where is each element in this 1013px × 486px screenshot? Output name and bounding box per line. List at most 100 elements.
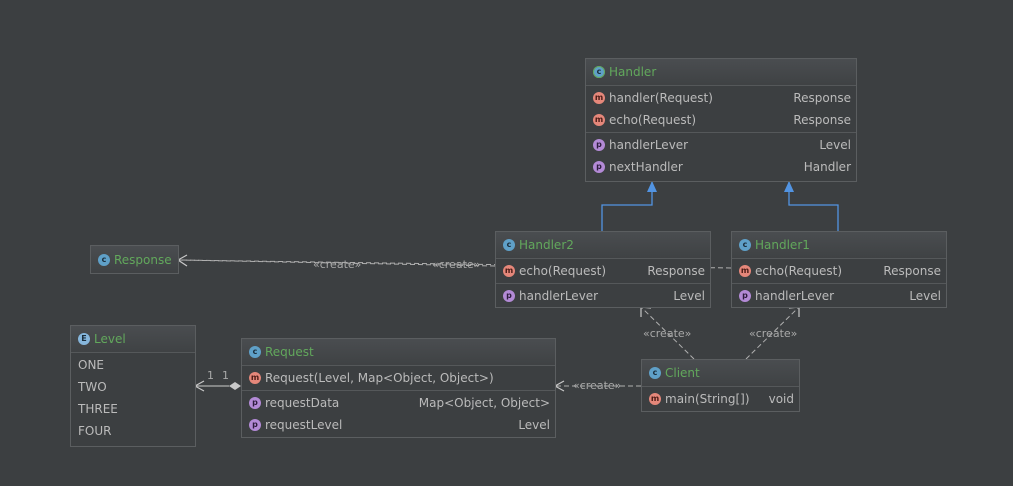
methods-section: m main(String[]) void (642, 387, 799, 411)
class-icon: c (249, 346, 261, 358)
class-handler2[interactable]: c Handler2 m echo(Request) Response p ha… (495, 231, 711, 308)
method-row[interactable]: m Request(Level, Map<Object, Object>) (242, 367, 555, 389)
class-title: Handler (609, 65, 657, 79)
enum-value[interactable]: THREE (71, 398, 195, 420)
class-header: c Request (242, 339, 555, 366)
prop-name: handlerLever (755, 289, 835, 303)
method-name: Request(Level, Map<Object, Object>) (265, 371, 494, 385)
inherit-line-handler1 (788, 182, 839, 231)
prop-row[interactable]: p handlerLever Level (496, 285, 710, 307)
prop-name: requestData (265, 396, 340, 410)
prop-row[interactable]: p requestLevel Level (242, 414, 555, 436)
class-title: Response (114, 252, 172, 267)
create-label-request: «create» (573, 379, 622, 392)
enum-values-section: ONE TWO THREE FOUR (71, 353, 195, 443)
property-icon: p (249, 419, 261, 431)
enum-value[interactable]: ONE (71, 354, 195, 376)
class-title: Request (265, 345, 314, 359)
dep-client-handler1 (745, 306, 800, 360)
prop-name: handlerLever (519, 289, 599, 303)
props-section: p handlerLever Level (732, 284, 946, 308)
method-type: void (768, 392, 794, 406)
abstract-class-icon: c (593, 66, 605, 78)
multiplicity-left: 1 (207, 369, 214, 382)
class-handler[interactable]: c Handler m handler(Request) Response m … (585, 58, 857, 182)
class-icon: c (503, 239, 515, 251)
prop-type: Map<Object, Object> (418, 396, 550, 410)
prop-name: nextHandler (609, 160, 683, 174)
class-request[interactable]: c Request m Request(Level, Map<Object, O… (241, 338, 556, 438)
prop-type: Handler (803, 160, 851, 174)
method-icon: m (249, 372, 261, 384)
prop-row[interactable]: p handlerLever Level (586, 134, 856, 156)
methods-section: m echo(Request) Response (732, 259, 946, 284)
method-name: echo(Request) (755, 264, 843, 278)
method-icon: m (593, 114, 605, 126)
enum-value-label: TWO (78, 380, 107, 394)
method-type: Response (793, 113, 851, 127)
inherit-line-handler2 (601, 182, 653, 231)
prop-row[interactable]: p requestData Map<Object, Object> (242, 392, 555, 414)
multiplicity-right: 1 (222, 369, 229, 382)
create-label-handler2: «create» (643, 327, 692, 340)
class-handler1[interactable]: c Handler1 m echo(Request) Response p ha… (731, 231, 947, 308)
method-type: Response (647, 264, 705, 278)
create-label-handler1: «create» (749, 327, 798, 340)
enum-header: E Level (71, 326, 195, 353)
class-icon: c (739, 239, 751, 251)
class-title: Handler2 (519, 238, 574, 252)
class-icon: c (98, 253, 110, 266)
prop-row[interactable]: p handlerLever Level (732, 285, 946, 307)
property-icon: p (249, 397, 261, 409)
property-icon: p (503, 290, 515, 302)
methods-section: m echo(Request) Response (496, 259, 710, 284)
prop-name: requestLevel (265, 418, 343, 432)
class-header: c Handler2 (496, 232, 710, 259)
prop-type: Level (673, 289, 705, 303)
methods-section: m handler(Request) Response m echo(Reque… (586, 86, 856, 133)
property-icon: p (593, 161, 605, 173)
method-row[interactable]: m handler(Request) Response (586, 87, 856, 109)
method-name: echo(Request) (609, 113, 697, 127)
enum-value-label: THREE (78, 402, 118, 416)
class-title: Handler1 (755, 238, 810, 252)
class-response[interactable]: c Response (90, 245, 179, 274)
method-icon: m (503, 265, 515, 277)
enum-value[interactable]: TWO (71, 376, 195, 398)
class-header: c Handler1 (732, 232, 946, 259)
method-type: Response (793, 91, 851, 105)
prop-type: Level (518, 418, 550, 432)
prop-name: handlerLever (609, 138, 689, 152)
class-title: Client (665, 366, 700, 380)
prop-type: Level (819, 138, 851, 152)
dep-handler2-response (177, 259, 496, 267)
dep-client-handler2 (640, 306, 695, 360)
class-header: c Client (642, 360, 799, 387)
method-icon: m (739, 265, 751, 277)
class-header: c Handler (586, 59, 856, 86)
enum-value[interactable]: FOUR (71, 420, 195, 442)
inherit-arrow-handler2 (647, 181, 657, 192)
props-section: p requestData Map<Object, Object> p requ… (242, 391, 555, 437)
enum-level[interactable]: E Level ONE TWO THREE FOUR (70, 325, 196, 447)
inherit-arrow-handler1 (784, 181, 794, 192)
property-icon: p (593, 139, 605, 151)
method-row[interactable]: m echo(Request) Response (732, 260, 946, 282)
method-row[interactable]: m echo(Request) Response (586, 109, 856, 131)
create-label-response-1: «create» (313, 258, 362, 271)
props-section: p handlerLever Level p nextHandler Handl… (586, 133, 856, 179)
method-icon: m (593, 92, 605, 104)
create-label-response-2: «create» (432, 258, 481, 271)
prop-row[interactable]: p nextHandler Handler (586, 156, 856, 178)
method-row[interactable]: m echo(Request) Response (496, 260, 710, 282)
class-client[interactable]: c Client m main(String[]) void (641, 359, 800, 412)
property-icon: p (739, 290, 751, 302)
enum-icon: E (78, 333, 90, 345)
method-name: handler(Request) (609, 91, 713, 105)
method-row[interactable]: m main(String[]) void (642, 388, 799, 410)
enum-value-label: ONE (78, 358, 105, 372)
method-icon: m (649, 393, 661, 405)
enum-value-label: FOUR (78, 424, 112, 438)
enum-title: Level (94, 332, 126, 346)
method-name: echo(Request) (519, 264, 607, 278)
